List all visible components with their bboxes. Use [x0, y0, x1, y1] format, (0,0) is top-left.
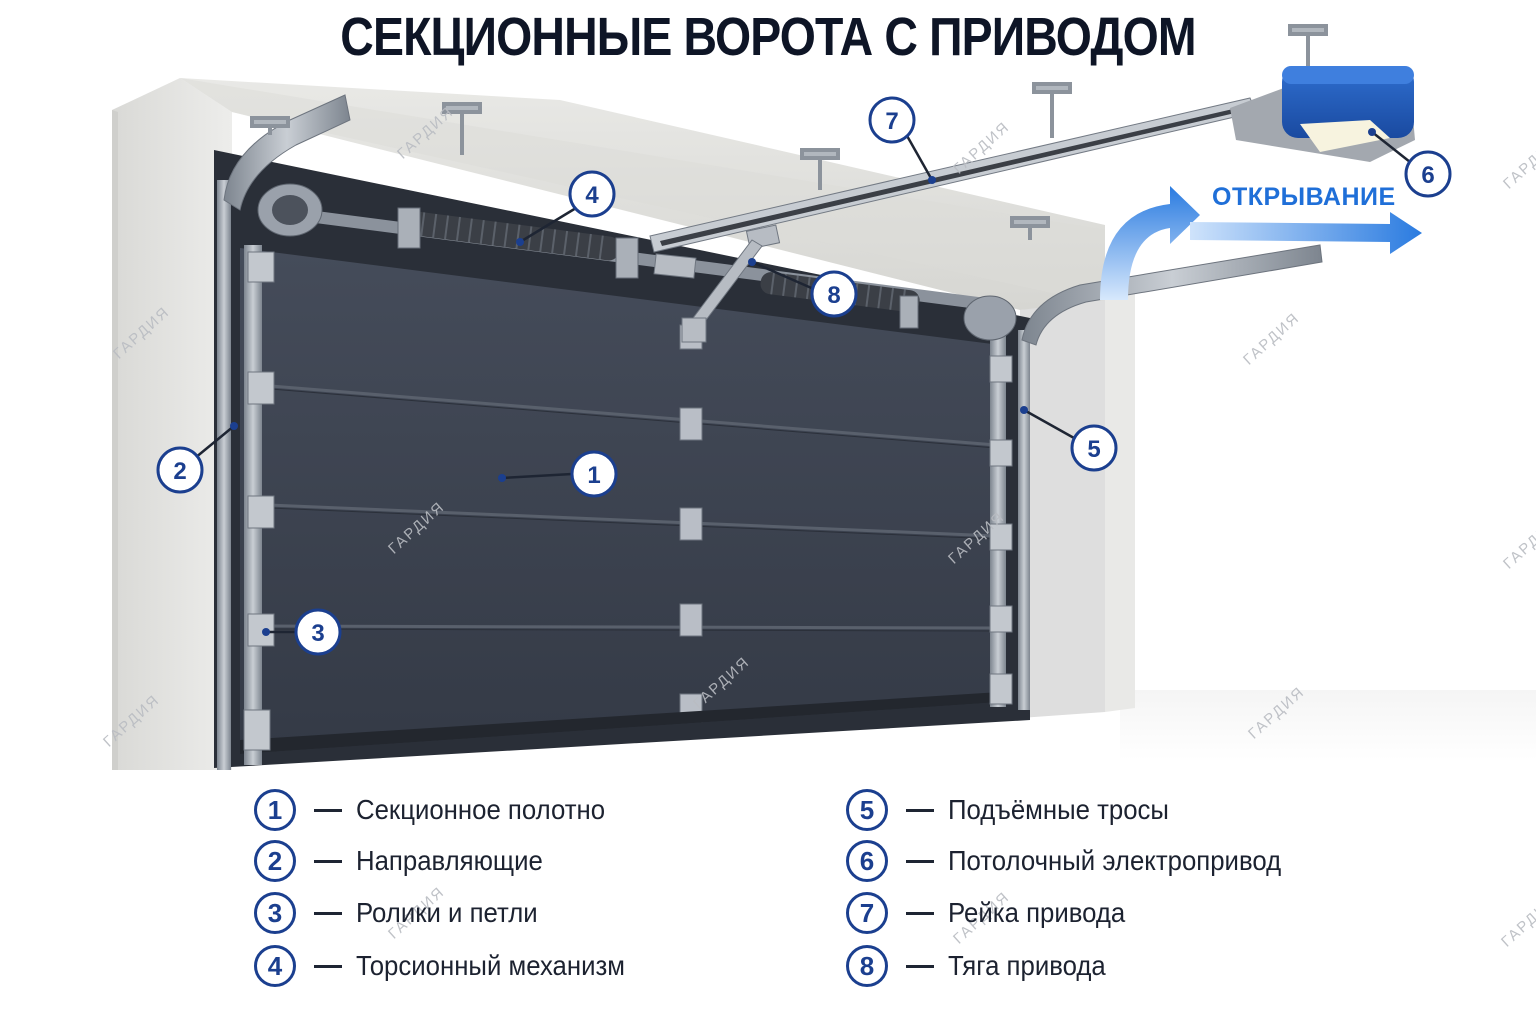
- callout-6-num: 6: [1421, 162, 1434, 189]
- callout-7-num: 7: [885, 108, 898, 135]
- callout-8: [810, 270, 858, 318]
- right-guide-rail: [989, 244, 1323, 710]
- callout-5: [1070, 424, 1118, 472]
- ceiling-hangers: [250, 24, 1328, 240]
- callout-1: [570, 450, 618, 498]
- opening-arrow: [1100, 186, 1422, 300]
- left-wall: [112, 78, 232, 770]
- callout-8-num: 8: [827, 282, 840, 309]
- callout-2: [156, 446, 204, 494]
- ceiling-motor: [1230, 66, 1415, 162]
- door-panel: [240, 248, 1000, 754]
- callout-7: [868, 96, 916, 144]
- callout-2-num: 2: [173, 458, 186, 485]
- right-wall: [1020, 300, 1105, 718]
- callout-6: [1404, 150, 1452, 198]
- callout-5-num: 5: [1087, 436, 1100, 463]
- callout-3-num: 3: [311, 620, 324, 647]
- callout-leaders: [194, 131, 1411, 634]
- callout-3: [294, 608, 342, 656]
- floor: [1120, 690, 1536, 760]
- page-title: СЕКЦИОННЫЕ ВОРОТА С ПРИВОДОМ: [340, 7, 1196, 67]
- callout-4-num: 4: [585, 182, 599, 209]
- callout-1-num: 1: [587, 462, 600, 489]
- leader-dots: [230, 128, 1376, 636]
- callout-4: [568, 170, 616, 218]
- drive-arm: [653, 224, 781, 343]
- diagram-callouts: [156, 96, 1452, 656]
- left-guide-rail: [217, 94, 351, 770]
- opening-label: ОТКРЫВАНИЕ: [1212, 183, 1396, 211]
